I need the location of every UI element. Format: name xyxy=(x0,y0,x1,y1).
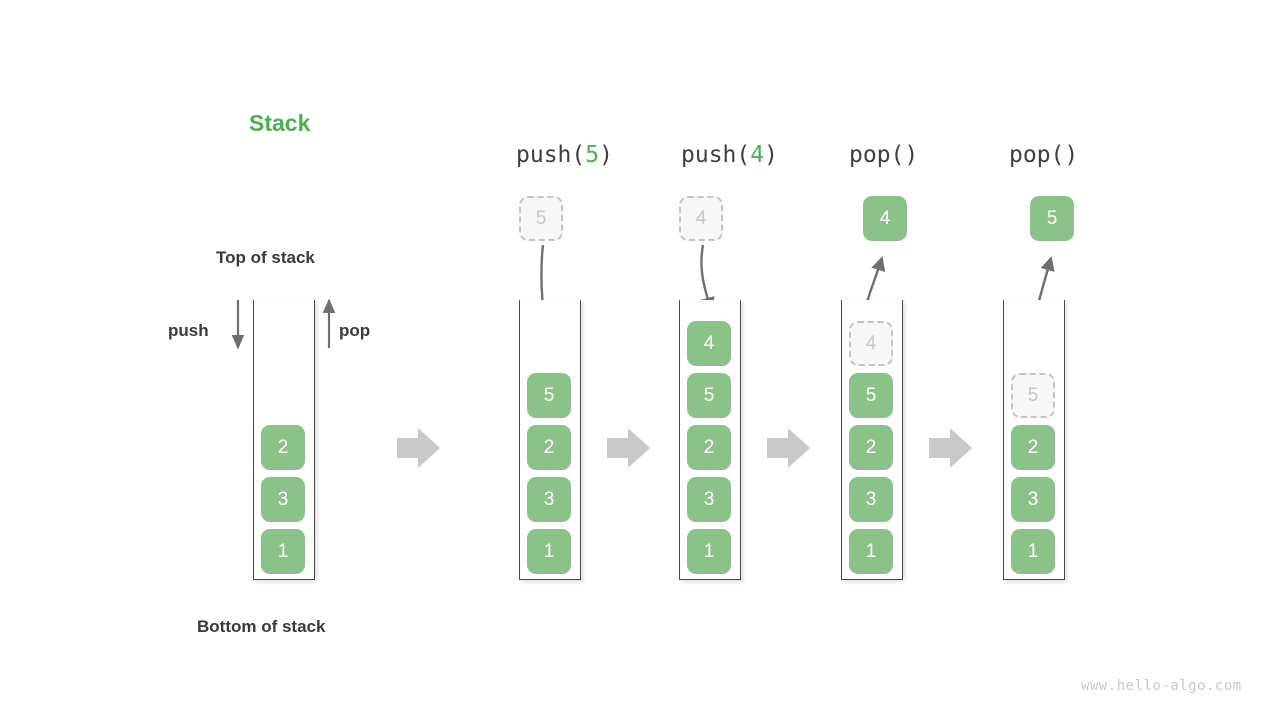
incoming-ghost-cell: 4 xyxy=(679,196,723,241)
step-header-pop-2: pop() xyxy=(1009,142,1078,168)
transition-arrow-1 xyxy=(397,428,440,468)
step-header-text: pop( xyxy=(1009,142,1065,168)
step-header-text: pop( xyxy=(849,142,905,168)
stack-cell: 3 xyxy=(261,477,305,522)
push-label: push xyxy=(168,321,209,340)
step-header-pop-1: pop() xyxy=(849,142,918,168)
transition-arrow-4 xyxy=(929,428,972,468)
step-header-text: push( xyxy=(516,142,586,168)
stack-cell: 2 xyxy=(1011,425,1055,470)
stack-cell: 1 xyxy=(687,529,731,574)
step-header-suffix: ) xyxy=(1064,142,1079,168)
stack-cell: 4 xyxy=(687,321,731,366)
step-header-arg: 5 xyxy=(585,142,600,168)
stack-cell: 3 xyxy=(1011,477,1055,522)
stack-cell: 3 xyxy=(849,477,893,522)
stack-cell: 3 xyxy=(527,477,571,522)
transition-arrow-2 xyxy=(607,428,650,468)
step-header-text: push( xyxy=(681,142,751,168)
step-header-suffix: ) xyxy=(904,142,919,168)
stack-cell: 1 xyxy=(849,529,893,574)
step-header-push-5: push(5) xyxy=(516,142,613,168)
step-header-arg: 4 xyxy=(750,142,765,168)
stack-cell: 2 xyxy=(261,425,305,470)
stack-cell: 3 xyxy=(687,477,731,522)
vacated-ghost-cell: 4 xyxy=(849,321,893,366)
incoming-ghost-cell: 5 xyxy=(519,196,563,241)
transition-arrow-3 xyxy=(767,428,810,468)
step-header-suffix: ) xyxy=(764,142,778,168)
vacated-ghost-cell: 5 xyxy=(1011,373,1055,418)
watermark: www.hello-algo.com xyxy=(1081,678,1242,694)
stack-cell: 1 xyxy=(527,529,571,574)
top-of-stack-label: Top of stack xyxy=(216,248,315,267)
step-header-suffix: ) xyxy=(599,142,613,168)
pop-label: pop xyxy=(339,321,371,340)
popped-cell: 5 xyxy=(1030,196,1074,241)
stack-cell: 2 xyxy=(527,425,571,470)
stack-cell: 5 xyxy=(687,373,731,418)
stack-cell: 2 xyxy=(687,425,731,470)
stack-cell: 5 xyxy=(527,373,571,418)
stack-cell: 1 xyxy=(261,529,305,574)
bottom-of-stack-label: Bottom of stack xyxy=(197,617,326,636)
stack-cell: 5 xyxy=(849,373,893,418)
step-header-push-4: push(4) xyxy=(681,142,778,168)
page-title: Stack xyxy=(249,110,311,136)
stack-cell: 1 xyxy=(1011,529,1055,574)
stack-cell: 2 xyxy=(849,425,893,470)
popped-cell: 4 xyxy=(863,196,907,241)
